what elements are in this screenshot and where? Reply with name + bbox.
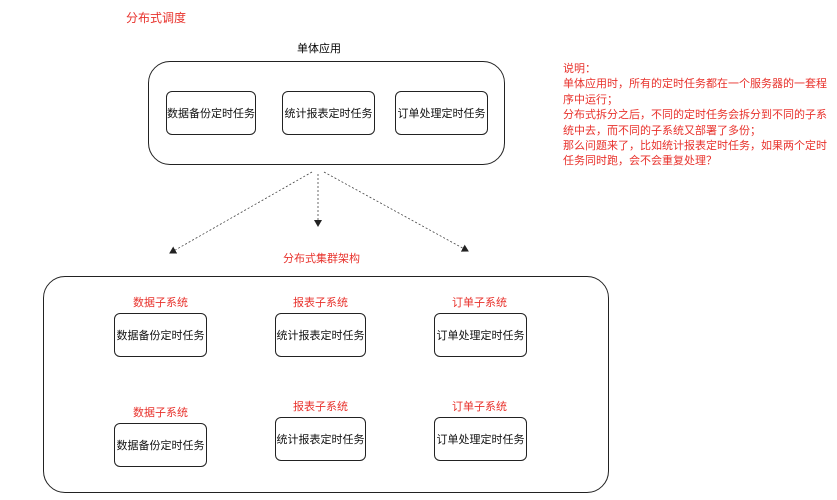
- subsystem-label-data: 数据子系统: [133, 406, 188, 419]
- cluster-container: [43, 276, 609, 493]
- subsystem-label-report: 报表子系统: [293, 296, 348, 309]
- cluster-task-report: 统计报表定时任务: [275, 313, 366, 357]
- note-line: 那么问题来了，比如统计报表定时任务，如果两个定时任务同时跑，会不会重复处理？: [563, 139, 827, 168]
- subsystem-label-order: 订单子系统: [452, 400, 507, 413]
- monolith-task-data-backup: 数据备份定时任务: [166, 91, 256, 135]
- monolith-task-report: 统计报表定时任务: [282, 91, 375, 135]
- subsystem-label-data: 数据子系统: [133, 296, 188, 309]
- note-heading: 说明：: [563, 62, 596, 75]
- monolith-label: 单体应用: [297, 42, 341, 55]
- explanation-note: 说明： 单体应用时，所有的定时任务都在一个服务器的一套程序中运行； 分布式拆分之…: [563, 61, 835, 169]
- cluster-task-order: 订单处理定时任务: [434, 417, 527, 461]
- cluster-task-data-backup: 数据备份定时任务: [114, 313, 207, 357]
- subsystem-label-report: 报表子系统: [293, 400, 348, 413]
- cluster-task-report: 统计报表定时任务: [275, 417, 366, 461]
- note-line: 分布式拆分之后，不同的定时任务会拆分到不同的子系统中去，而不同的子系统又部署了多…: [563, 108, 827, 137]
- note-line: 单体应用时，所有的定时任务都在一个服务器的一套程序中运行；: [563, 77, 827, 106]
- cluster-task-data-backup: 数据备份定时任务: [114, 423, 207, 467]
- arrow-left: [169, 171, 313, 254]
- subsystem-label-order: 订单子系统: [452, 296, 507, 309]
- page-title: 分布式调度: [126, 11, 187, 25]
- cluster-label: 分布式集群架构: [283, 252, 360, 265]
- cluster-task-order: 订单处理定时任务: [434, 313, 527, 357]
- monolith-container: [148, 61, 505, 165]
- arrow-right: [323, 171, 469, 252]
- monolith-task-order: 订单处理定时任务: [395, 91, 488, 135]
